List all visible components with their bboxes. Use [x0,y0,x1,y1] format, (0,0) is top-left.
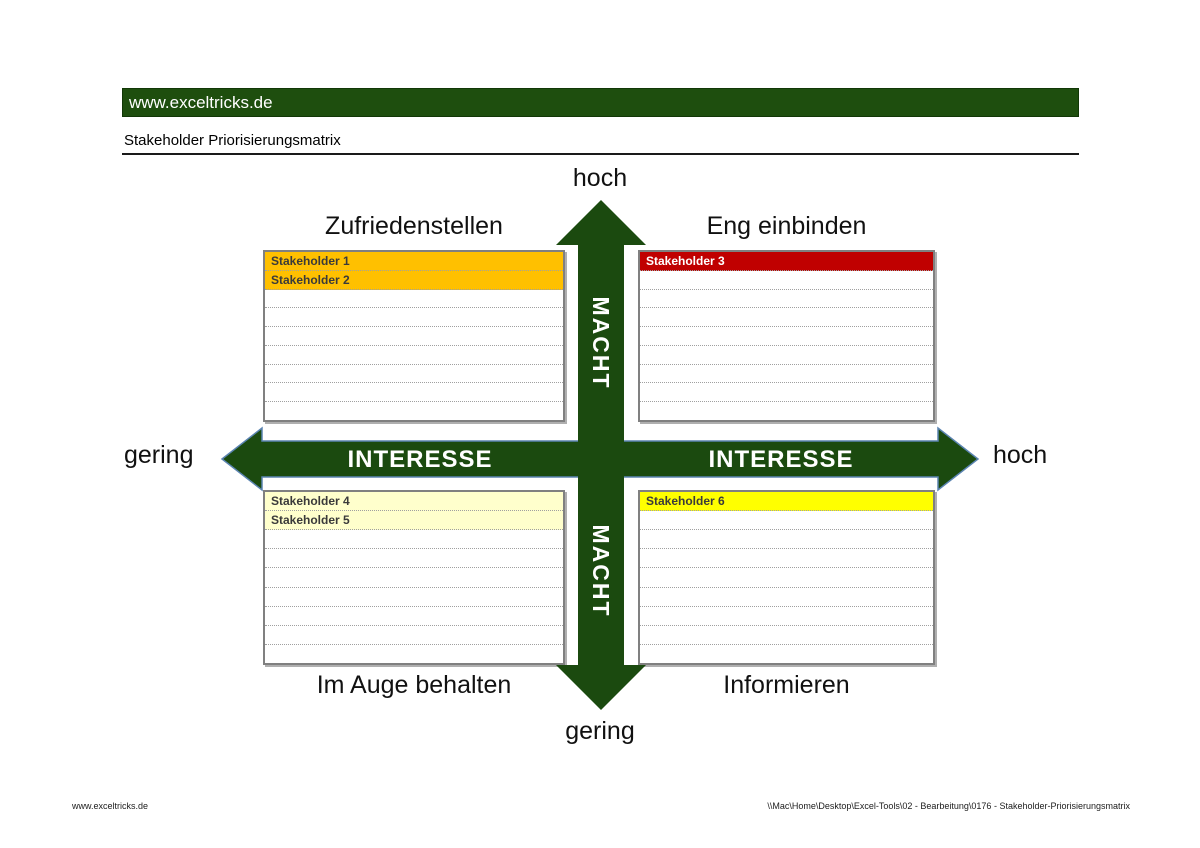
axis-label-macht-hoch: hoch [572,164,628,192]
macht-label-bottom: MACHT [588,524,614,617]
table-row[interactable] [640,568,933,588]
table-row[interactable] [265,568,563,588]
table-row[interactable] [265,383,563,403]
macht-label-top: MACHT [588,296,614,389]
table-row[interactable] [640,588,933,607]
quadrant-title-top-right: Eng einbinden [706,212,867,240]
table-row[interactable]: Stakeholder 6 [640,492,933,512]
table-row[interactable] [640,327,933,346]
table-row[interactable] [265,549,563,569]
axis-arrow-cross: INTERESSE INTERESSE MACHT MACHT [220,200,980,710]
table-row[interactable] [265,290,563,309]
footer-brand: www.exceltricks.de [72,801,149,811]
footer-file-path: \\Mac\Home\Desktop\Excel-Tools\02 - Bear… [767,801,1130,811]
page-title: Stakeholder Priorisierungsmatrix [124,132,341,149]
brand-banner-text: www.exceltricks.de [129,93,273,112]
interesse-label-left: INTERESSE [347,446,492,473]
axis-label-macht-gering: gering [565,717,635,745]
macht-axis-arrow [556,200,646,710]
table-row[interactable] [265,365,563,384]
axis-label-interesse-hoch: hoch [993,441,1048,469]
table-row[interactable] [640,607,933,626]
stakeholder-table-top-right[interactable]: Stakeholder 3 [638,250,935,422]
quadrant-title-bottom-right: Informieren [723,671,850,699]
axis-label-interesse-gering: gering [124,441,194,469]
table-row[interactable] [640,308,933,328]
table-row[interactable]: Stakeholder 1 [265,252,563,271]
table-row[interactable] [265,588,563,607]
table-row[interactable]: Stakeholder 3 [640,252,933,271]
table-row[interactable] [640,549,933,569]
table-row[interactable] [640,383,933,403]
table-row[interactable] [640,511,933,531]
table-row[interactable] [265,346,563,365]
quadrant-title-top-left: Zufriedenstellen [325,212,503,240]
table-row[interactable] [640,626,933,645]
table-row[interactable] [640,346,933,365]
table-row[interactable] [265,626,563,645]
table-row[interactable] [265,530,563,550]
table-row[interactable] [640,290,933,309]
table-row[interactable]: Stakeholder 4 [265,492,563,512]
table-row[interactable] [640,365,933,384]
quadrant-title-bottom-left: Im Auge behalten [316,671,512,699]
table-row[interactable] [265,607,563,626]
table-row[interactable]: Stakeholder 5 [265,511,563,531]
title-divider [122,153,1079,155]
brand-banner: www.exceltricks.de [122,88,1079,117]
table-row[interactable] [265,308,563,328]
stakeholder-table-bottom-right[interactable]: Stakeholder 6 [638,490,935,665]
table-row[interactable]: Stakeholder 2 [265,270,563,290]
table-row[interactable] [640,271,933,290]
interesse-label-right: INTERESSE [708,446,853,473]
table-row[interactable] [265,327,563,346]
table-row[interactable] [640,530,933,550]
